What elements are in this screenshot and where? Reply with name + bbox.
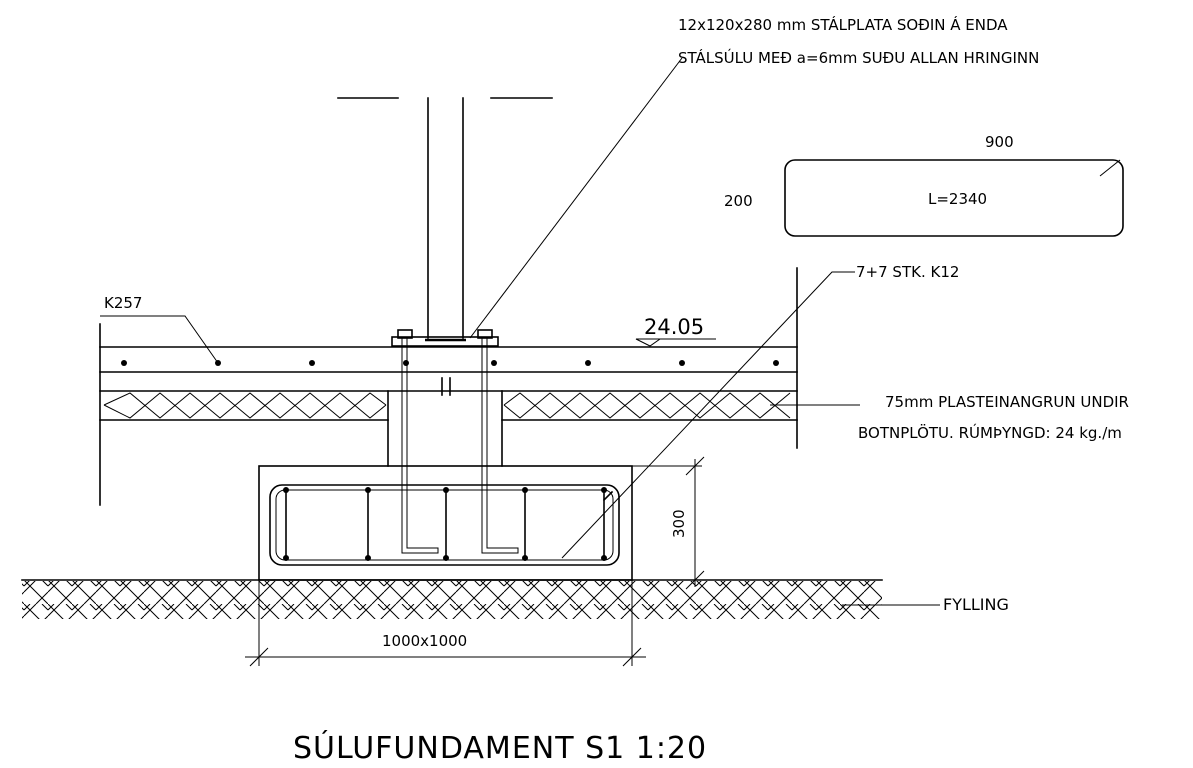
footing-size-label: 1000x1000 bbox=[382, 632, 467, 650]
bar-width-label: 900 bbox=[985, 133, 1014, 151]
mesh-label: K257 bbox=[104, 294, 142, 312]
plate-description-line1: 12x120x280 mm STÁLPLATA SOÐIN Á ENDA bbox=[678, 15, 1008, 34]
anchor-bolts bbox=[401, 338, 519, 554]
footing-height-label: 300 bbox=[670, 509, 688, 538]
steel-column bbox=[337, 97, 553, 342]
insulation-layer bbox=[103, 392, 791, 419]
pedestal bbox=[387, 390, 503, 467]
rebar-bar-shape bbox=[784, 159, 1124, 237]
ground-fill bbox=[21, 579, 883, 619]
bar-height-label: 200 bbox=[724, 192, 753, 210]
plate-description-line2: STÁLSÚLU MEÐ a=6mm SUÐU ALLAN HRINGINN bbox=[678, 48, 1039, 67]
dimension-lines bbox=[245, 456, 705, 667]
floor-slab bbox=[99, 267, 798, 506]
leader-lines bbox=[100, 57, 940, 606]
drawing-title: SÚLUFUNDAMENT S1 1:20 bbox=[293, 729, 707, 766]
fill-label: FYLLING bbox=[943, 595, 1009, 614]
base-plate bbox=[391, 329, 499, 347]
insulation-label-line1: 75mm PLASTEINANGRUN UNDIR bbox=[885, 393, 1129, 411]
elevation-label: 24.05 bbox=[644, 315, 704, 339]
bar-length-label: L=2340 bbox=[928, 190, 987, 208]
rebar-count-label: 7+7 STK. K12 bbox=[856, 263, 959, 281]
footing bbox=[258, 465, 633, 581]
insulation-label-line2: BOTNPLÖTU. RÚMÞYNGD: 24 kg./m bbox=[858, 423, 1122, 442]
